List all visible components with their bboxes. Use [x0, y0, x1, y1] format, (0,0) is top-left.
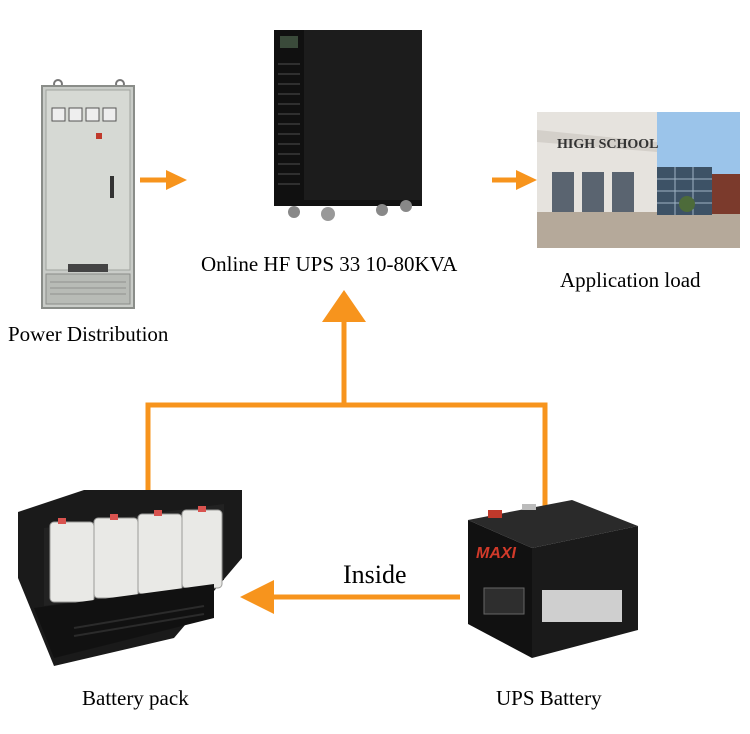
- building-sign: HIGH SCHOOL: [557, 137, 659, 152]
- battery-feed-line: [145, 290, 548, 506]
- school-building-icon: HIGH SCHOOL: [537, 112, 740, 248]
- battery-pack-label: Battery pack: [82, 686, 189, 710]
- battery-brand: MAXI: [476, 545, 517, 562]
- application-load-label: Application load: [560, 268, 701, 292]
- inside-label: Inside: [343, 560, 407, 589]
- arrow-inside: [240, 580, 460, 614]
- ups-battery-label: UPS Battery: [496, 686, 602, 710]
- arrow-ups-to-load: [492, 170, 537, 190]
- power-distribution-cabinet-icon: [41, 79, 135, 309]
- ups-cabinet-icon: [274, 30, 422, 221]
- ups-label: Online HF UPS 33 10-80KVA: [201, 252, 458, 276]
- arrow-power-to-ups: [140, 170, 187, 190]
- power-distribution-label: Power Distribution: [8, 322, 169, 346]
- ups-battery-icon: MAXI: [468, 500, 638, 658]
- battery-pack-icon: [18, 490, 242, 666]
